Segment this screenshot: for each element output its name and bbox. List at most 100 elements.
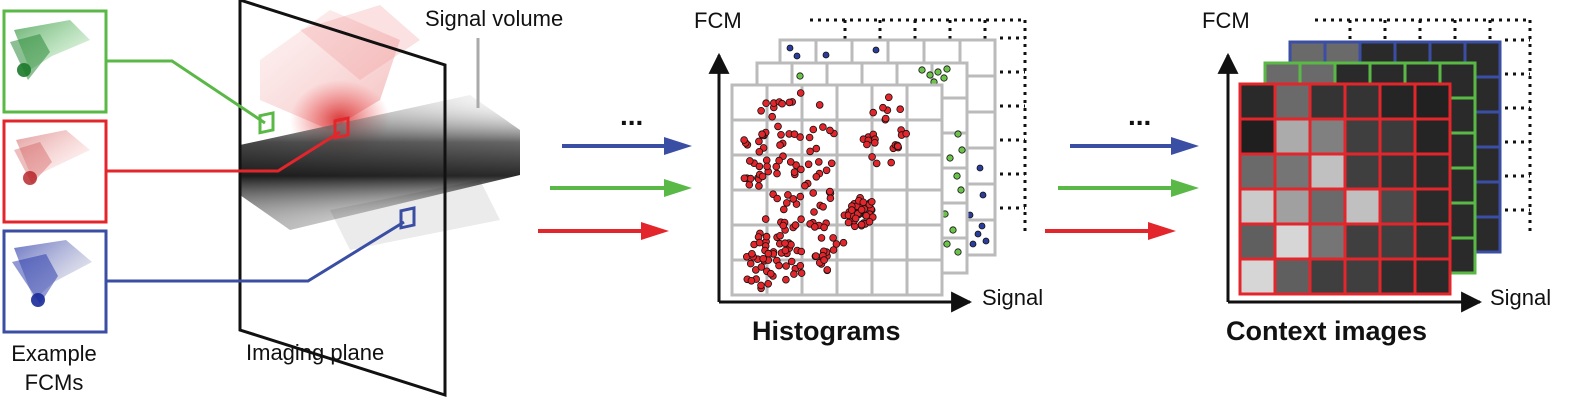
context-cell	[1343, 117, 1382, 156]
ellipsis-left: ...	[620, 100, 643, 131]
histogram-signal-axis-label: Signal	[982, 285, 1044, 310]
histogram-point	[902, 129, 910, 138]
histogram-point	[776, 141, 784, 149]
histogram-point	[791, 221, 800, 229]
histogram-point	[819, 123, 827, 131]
context-cell	[1413, 257, 1452, 296]
histogram-point	[762, 99, 770, 107]
context-images-stack	[1217, 18, 1532, 313]
histogram-point	[746, 174, 755, 183]
histogram-fcm-axis-label: FCM	[694, 8, 742, 33]
histogram-point	[755, 182, 763, 190]
histogram-point	[822, 166, 831, 175]
histogram-point	[773, 169, 781, 178]
example-fcms-label-line1: Example	[11, 341, 97, 366]
histogram-point	[804, 160, 813, 169]
histogram-point	[826, 194, 835, 203]
histogram-point	[755, 148, 764, 156]
histogram-point	[777, 131, 785, 139]
histogram-point	[745, 180, 754, 189]
histogram-point	[764, 279, 772, 288]
histogram-point	[759, 254, 767, 263]
histogram-point	[810, 208, 818, 216]
signal-volume	[240, 5, 520, 250]
histogram-point	[790, 270, 798, 278]
histogram-axes	[708, 52, 973, 313]
context-cell	[1413, 82, 1452, 121]
histogram-point	[757, 107, 765, 115]
histogram-point	[819, 203, 827, 211]
histogram-point	[784, 191, 792, 199]
histogram-point	[785, 98, 794, 107]
histogram-point	[809, 189, 817, 197]
signal-volume-label: Signal volume	[425, 6, 564, 31]
fcm-thumbnails	[2, 9, 108, 334]
histogram-point	[782, 275, 790, 284]
context-cell	[1343, 257, 1382, 296]
context-cell	[1413, 187, 1452, 226]
arrows-to-context-images	[1045, 137, 1199, 240]
histogram-point	[812, 252, 820, 260]
red-fcm-thumbnail	[2, 119, 108, 224]
histogram-point	[775, 261, 783, 270]
histogram-point	[758, 130, 766, 139]
histogram-point	[820, 223, 828, 232]
histogram-point	[796, 192, 805, 201]
histogram-point	[764, 249, 773, 258]
context-cell	[1343, 187, 1382, 226]
histogram-point	[829, 234, 837, 242]
histogram-point	[746, 259, 755, 268]
context-cell	[1273, 82, 1312, 121]
histogram-red-points	[740, 89, 910, 293]
histogram-point	[797, 215, 805, 224]
imaging-plane	[238, 0, 447, 398]
histogram-point	[768, 112, 776, 121]
context-cell	[1273, 187, 1312, 226]
histogram-point	[865, 218, 874, 226]
histogram-point	[817, 234, 826, 242]
histogram-dotted-layer	[810, 18, 1027, 232]
histogram-point	[789, 195, 797, 203]
green-patch-marker	[258, 111, 275, 135]
red-arrow-icon	[1045, 222, 1176, 240]
red-arrow-icon	[538, 222, 669, 240]
histogram-point	[773, 194, 781, 203]
blue-fcm-thumbnail	[2, 229, 108, 334]
histograms-title: Histograms	[752, 316, 901, 346]
histogram-point	[829, 246, 838, 254]
histogram-point	[894, 142, 902, 151]
context-cell	[1273, 152, 1312, 191]
histogram-point	[810, 223, 819, 231]
blue-arrow-icon	[1070, 137, 1199, 155]
histogram-point	[826, 126, 834, 135]
context-cell	[1308, 117, 1347, 156]
histogram-point	[762, 232, 771, 241]
green-fcm-thumbnail	[2, 9, 108, 114]
context-cell	[1238, 257, 1277, 296]
histogram-point	[761, 215, 770, 223]
histogram-point	[801, 181, 809, 190]
context-signal-axis-label: Signal	[1490, 285, 1552, 310]
histogram-point	[782, 262, 790, 270]
histogram-point	[851, 214, 860, 223]
histogram-point	[867, 198, 876, 206]
histogram-point	[755, 162, 764, 171]
green-arrow-icon	[550, 179, 692, 197]
histogram-point	[815, 101, 824, 109]
context-cell	[1378, 187, 1417, 226]
context-cell	[1413, 222, 1452, 261]
histogram-point	[797, 247, 806, 256]
histogram-point	[776, 232, 784, 240]
histogram-point	[832, 240, 841, 248]
histogram-point	[747, 276, 756, 285]
context-dotted-layer	[1315, 18, 1532, 232]
histogram-point	[881, 114, 890, 123]
context-images-title: Context images	[1226, 316, 1428, 346]
context-image-red	[1238, 82, 1452, 296]
imaging-plane-label: Imaging plane	[246, 340, 385, 365]
thumbnail-connectors	[106, 59, 405, 283]
context-cell	[1238, 222, 1277, 261]
histogram-point	[872, 159, 881, 168]
histogram-point	[779, 205, 788, 214]
histogram-point	[775, 156, 783, 165]
